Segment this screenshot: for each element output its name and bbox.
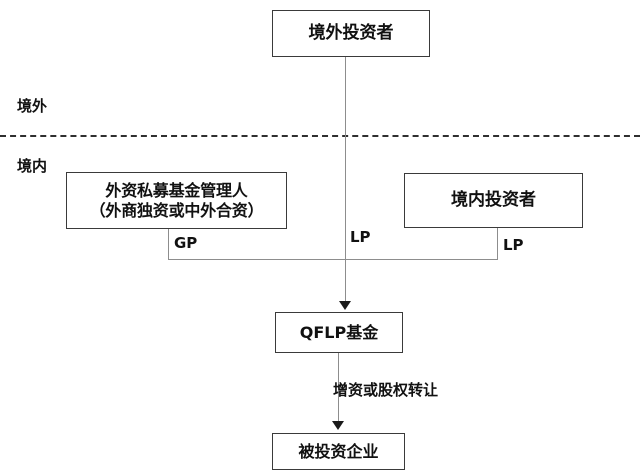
onshore-offshore-divider (0, 135, 640, 137)
edge-label-gp: GP (174, 234, 198, 252)
edge-label-capital-increase-or-equity-transfer: 增资或股权转让 (333, 381, 439, 399)
connector-qflp-fund-to-invested-enterprise (338, 353, 339, 423)
edge-label-lp-center: LP (350, 228, 371, 246)
node-foreign-private-fund-manager: 外资私募基金管理人 （外商独资或中外合资） (66, 172, 287, 229)
arrowhead-into-qflp-fund-icon (339, 301, 351, 310)
connector-domestic-investor-to-rail (497, 228, 498, 259)
connector-fund-manager-to-rail (168, 229, 169, 259)
connector-rail-to-qflp-fund (345, 259, 346, 303)
arrowhead-into-invested-enterprise-icon (332, 421, 344, 430)
edge-label-lp-right: LP (503, 236, 524, 254)
node-overseas-investor: 境外投资者 (272, 10, 430, 57)
connector-rail-horizontal (168, 259, 498, 260)
node-invested-enterprise: 被投资企业 (272, 433, 405, 470)
connector-border-to-rail (345, 135, 346, 259)
zone-label-offshore: 境外 (17, 97, 48, 115)
zone-label-onshore: 境内 (17, 157, 48, 175)
connector-overseas-investor-to-border (345, 57, 346, 135)
node-qflp-fund: QFLP基金 (275, 312, 403, 353)
node-domestic-investor: 境内投资者 (404, 173, 583, 228)
